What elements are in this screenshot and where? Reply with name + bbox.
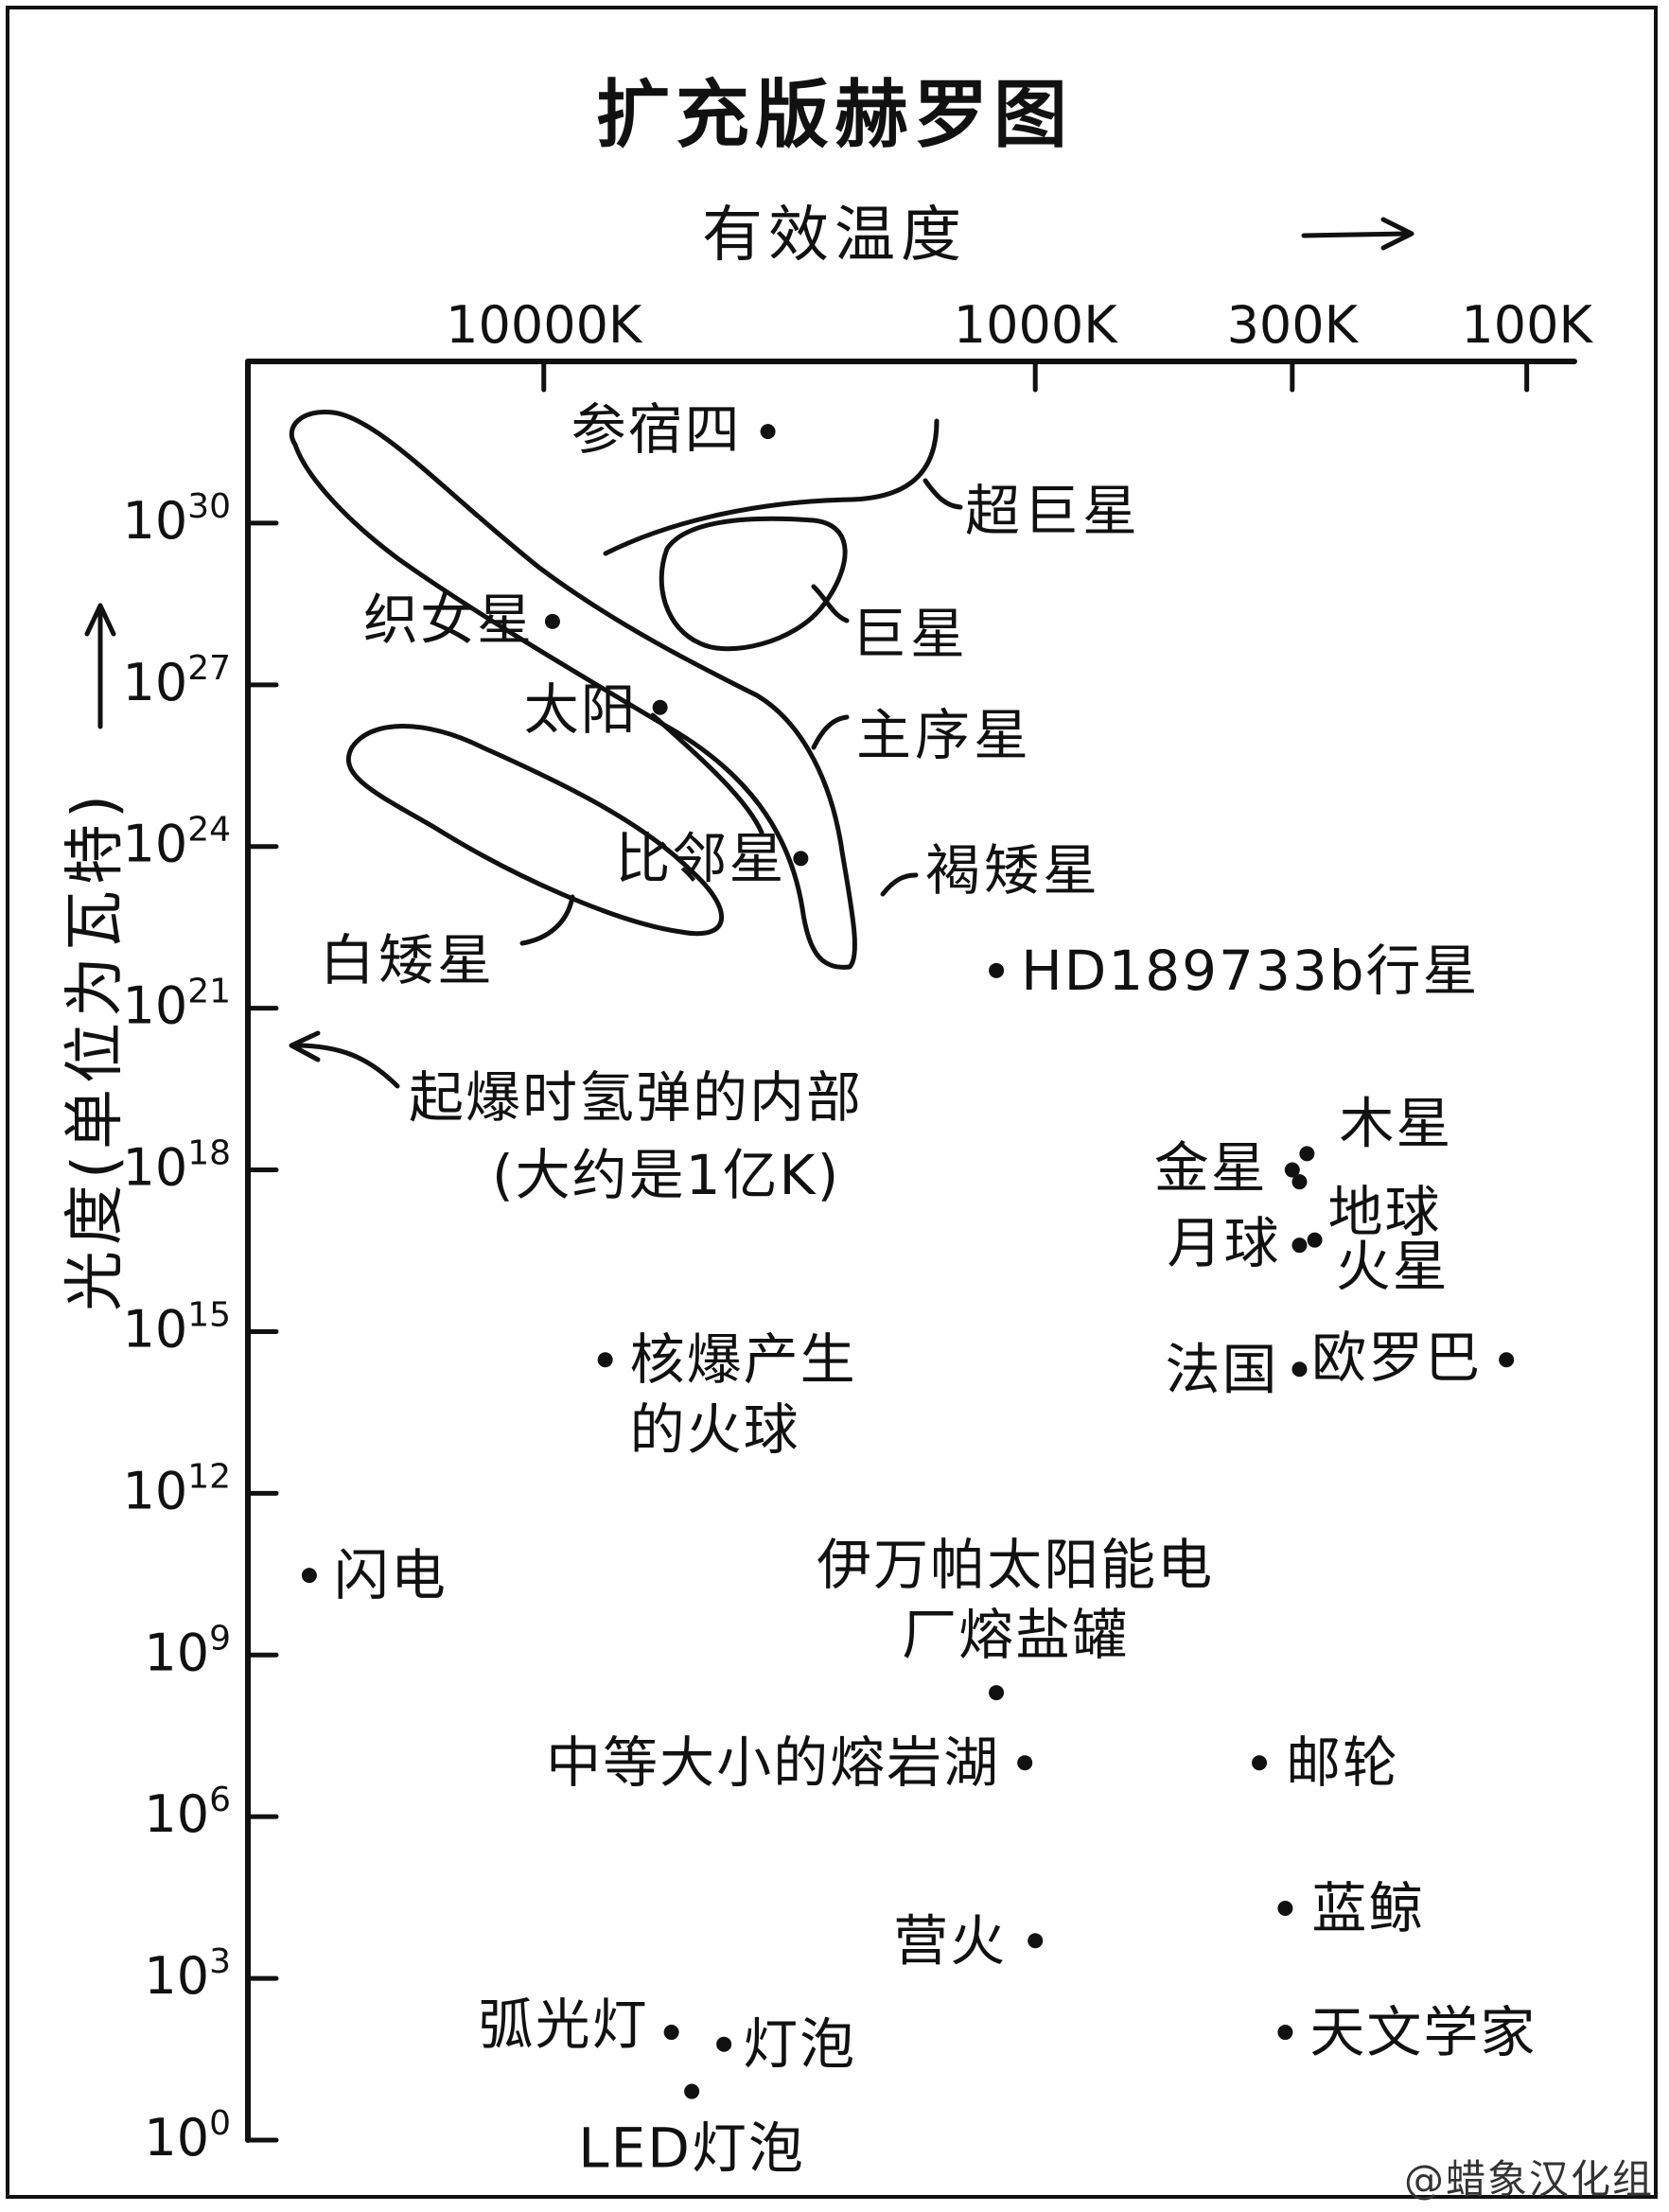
supergiant-leader <box>922 478 963 510</box>
data-points: 参宿四织女星太阳比邻星 HD189733b行星金星 木星地球月球火星法国欧罗巴 核爆产… <box>301 397 1537 2181</box>
region-label-brown-dwarf: 褐矮星 <box>925 838 1101 903</box>
data-point-18 <box>1028 1933 1044 1949</box>
white-dwarf-outline <box>345 724 725 937</box>
main-sequence-outline <box>289 409 857 970</box>
y-tick-label-5: 1015 <box>122 1295 231 1359</box>
data-point-21 <box>684 2083 700 2099</box>
data-point-label-17: 蓝鲸 <box>1311 1876 1425 1940</box>
data-point-16 <box>1252 1755 1268 1771</box>
y-tick-label-4: 1012 <box>122 1457 231 1520</box>
data-point-13 <box>301 1568 317 1584</box>
x-tick-label-2: 300K <box>1227 295 1360 355</box>
x-tick-label-3: 100K <box>1461 295 1593 355</box>
giant-outline <box>659 516 848 652</box>
data-point-label-8: 月球 <box>1167 1211 1280 1275</box>
data-point-label-2: 太阳 <box>524 677 638 742</box>
data-point-label-19: 弧光灯 <box>479 1993 649 2057</box>
giant-leader <box>811 584 850 623</box>
data-point-label-9: 火星 <box>1336 1235 1449 1299</box>
data-point-label-6: 木星 <box>1339 1091 1452 1155</box>
data-point-label-21: LED灯泡 <box>578 2116 805 2181</box>
data-point-12 <box>597 1352 613 1368</box>
y-tick-label-2: 106 <box>144 1781 231 1844</box>
x-tick-label-0: 10000K <box>446 295 643 355</box>
data-point-20 <box>716 2036 732 2052</box>
y-tick-label-10: 1030 <box>122 487 231 551</box>
main-sequence-leader <box>811 714 850 750</box>
y-tick-label-7: 1021 <box>122 973 231 1036</box>
hbomb-annotation-line1: 起爆时氢弹的内部 <box>409 1065 863 1130</box>
comic-frame <box>6 6 1658 2199</box>
chart-title: 扩充版赫罗图 <box>596 73 1073 158</box>
x-tick-label-1: 1000K <box>954 295 1118 355</box>
y-tick-label-0: 100 <box>144 2104 231 2168</box>
data-point-label-11: 欧罗巴 <box>1311 1325 1482 1390</box>
y-axis-ticks: 100 103 106 109 1012 1015 1018 1021 1024 1027 1030 <box>122 487 279 2168</box>
data-point-label-14: 伊万帕太阳能电厂熔盐罐 <box>817 1533 1214 1667</box>
data-point-6 <box>1299 1146 1315 1162</box>
data-point-label-10: 法国 <box>1165 1337 1278 1401</box>
y-axis-label: 光度(单位为瓦特) <box>61 789 131 1311</box>
supergiant-curve <box>603 418 940 556</box>
data-point-14 <box>989 1685 1005 1701</box>
data-point-label-1: 织女星 <box>363 588 534 652</box>
data-point-5 <box>1284 1162 1300 1178</box>
credit-text: @蜡象汉化组 <box>1404 2156 1654 2203</box>
data-point-17 <box>1277 1900 1293 1916</box>
white-dwarf-leader <box>519 894 575 946</box>
data-point-label-0: 参宿四 <box>571 397 742 462</box>
data-point-2 <box>652 699 668 715</box>
data-point-label-5: 金星 <box>1154 1136 1268 1201</box>
y-axis-direction-arrow <box>84 603 116 729</box>
data-point-label-4: HD189733b行星 <box>1021 939 1480 1003</box>
data-point-label-20: 灯泡 <box>743 2012 856 2077</box>
data-point-label-16: 邮轮 <box>1286 1730 1399 1795</box>
region-label-main-sequence: 主序星 <box>856 703 1032 767</box>
y-tick-label-6: 1018 <box>122 1134 231 1198</box>
data-point-19 <box>663 2025 679 2041</box>
sun-leader <box>650 712 764 835</box>
y-tick-label-1: 103 <box>144 1942 231 2006</box>
data-point-22 <box>1277 2025 1293 2041</box>
data-point-label-18: 营火 <box>893 1908 1007 1973</box>
x-axis-direction-arrow <box>1301 217 1414 251</box>
data-point-9 <box>1307 1232 1323 1248</box>
y-axis-label-group: 光度(单位为瓦特) <box>61 789 131 1311</box>
y-tick-label-8: 1024 <box>122 811 231 874</box>
data-point-label-15: 中等大小的熔岩湖 <box>546 1730 1000 1795</box>
data-point-15 <box>1017 1755 1033 1771</box>
y-tick-label-3: 109 <box>144 1619 231 1682</box>
data-point-3 <box>793 851 809 867</box>
hbomb-annotation-line2: (大约是1亿K) <box>492 1143 840 1207</box>
data-point-4 <box>989 962 1005 978</box>
x-axis-ticks: 10000K 1000K 300K 100K <box>446 295 1593 393</box>
region-label-white-dwarf: 白矮星 <box>320 928 496 992</box>
data-point-11 <box>1499 1352 1515 1368</box>
region-label-supergiant: 超巨星 <box>965 479 1141 543</box>
data-point-label-3: 比邻星 <box>615 826 785 890</box>
brown-dwarf-leader <box>880 872 919 897</box>
data-point-label-7: 地球 <box>1327 1180 1441 1244</box>
data-point-8 <box>1291 1238 1308 1254</box>
y-tick-label-9: 1027 <box>122 649 231 712</box>
data-point-label-12: 核爆产生的火球 <box>630 1327 857 1462</box>
data-point-10 <box>1291 1361 1308 1378</box>
data-point-label-13: 闪电 <box>334 1543 448 1607</box>
data-point-7 <box>1291 1174 1308 1190</box>
region-label-giant: 巨星 <box>852 602 969 666</box>
x-axis-label: 有效温度 <box>702 201 967 271</box>
data-point-0 <box>760 424 776 440</box>
hbomb-arrow <box>289 1030 400 1089</box>
data-point-1 <box>544 613 560 629</box>
data-point-label-22: 天文学家 <box>1309 2000 1537 2064</box>
